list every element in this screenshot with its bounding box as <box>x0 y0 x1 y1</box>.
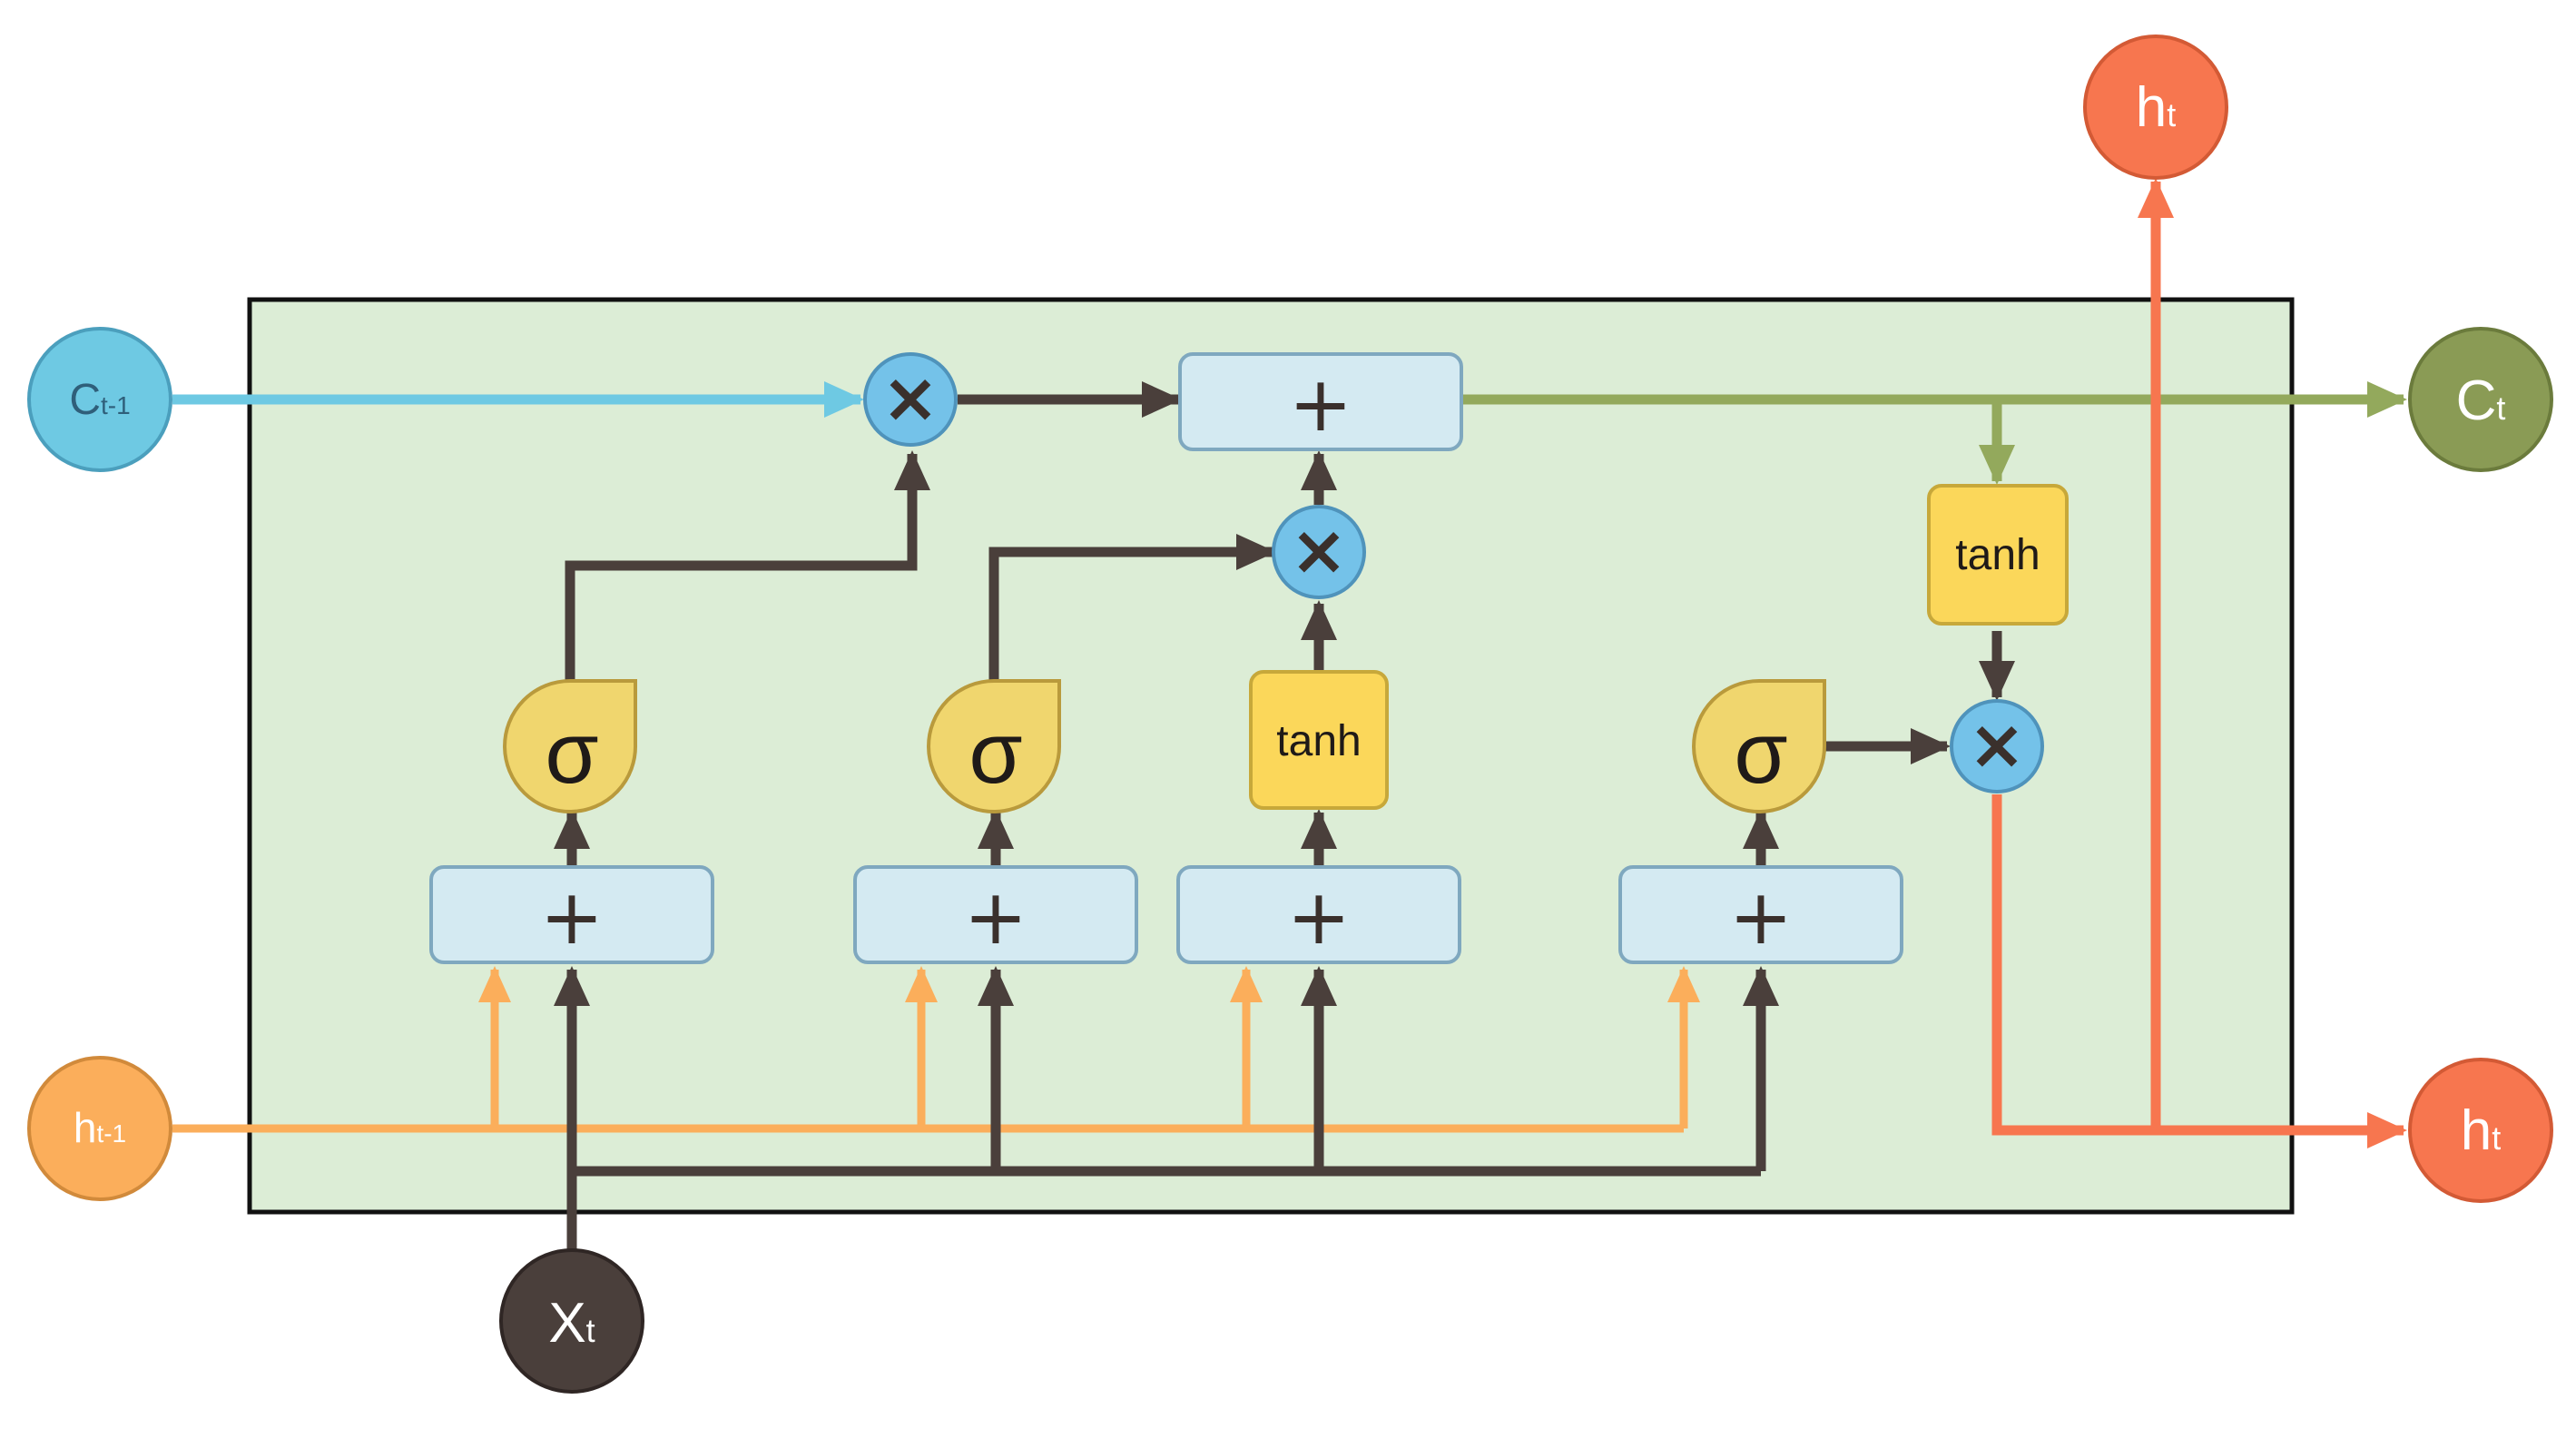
output-tanh-node: tanh <box>1927 484 2069 626</box>
output-gate-sigma: σ <box>1692 679 1827 813</box>
h-t-lines <box>1991 178 2407 1148</box>
internal-arrows <box>554 381 2015 867</box>
forget-gate-sigma: σ <box>503 679 638 813</box>
forget-sum-node: + <box>429 865 714 964</box>
svg-text:×: × <box>1968 704 2026 784</box>
svg-text:ht: ht <box>2136 76 2177 139</box>
h-prev-node: ht-1 <box>27 1056 172 1201</box>
candidate-sum-node: + <box>1176 865 1461 964</box>
output-sum-node: + <box>1618 865 1903 964</box>
svg-text:tanh: tanh <box>1276 717 1361 765</box>
svg-text:ht: ht <box>2461 1099 2502 1162</box>
svg-text:ht-1: ht-1 <box>74 1104 126 1151</box>
h-t-right-node: ht <box>2408 1058 2553 1203</box>
svg-text:×: × <box>881 357 939 438</box>
svg-text:+: + <box>540 872 604 961</box>
svg-text:tanh: tanh <box>1955 531 2040 579</box>
c-t-lines <box>1461 381 2407 485</box>
svg-text:+: + <box>1729 872 1793 961</box>
forget-multiply-node: × <box>863 352 958 447</box>
svg-text:Ct: Ct <box>2456 370 2506 432</box>
h-t-top-node: ht <box>2083 34 2228 180</box>
output-multiply-node: × <box>1950 699 2044 793</box>
svg-text:+: + <box>1287 872 1351 961</box>
c-t-node: Ct <box>2408 327 2553 472</box>
svg-text:Xt: Xt <box>548 1292 595 1355</box>
svg-text:σ: σ <box>545 705 598 802</box>
svg-text:Ct-1: Ct-1 <box>69 376 130 424</box>
input-multiply-node: × <box>1272 505 1366 599</box>
svg-text:+: + <box>964 872 1027 961</box>
input-sum-node: + <box>853 865 1138 964</box>
input-gate-sigma: σ <box>927 679 1062 813</box>
svg-text:σ: σ <box>968 705 1022 802</box>
candidate-tanh-node: tanh <box>1249 670 1389 810</box>
svg-text:×: × <box>1290 509 1348 590</box>
h-prev-lines <box>172 966 1700 1133</box>
x-t-node: Xt <box>499 1248 644 1394</box>
svg-text:σ: σ <box>1734 705 1787 802</box>
svg-text:+: + <box>1289 360 1352 448</box>
c-prev-node: Ct-1 <box>27 327 172 472</box>
x-input-lines <box>554 966 1779 1262</box>
cell-sum-node: + <box>1178 352 1463 451</box>
